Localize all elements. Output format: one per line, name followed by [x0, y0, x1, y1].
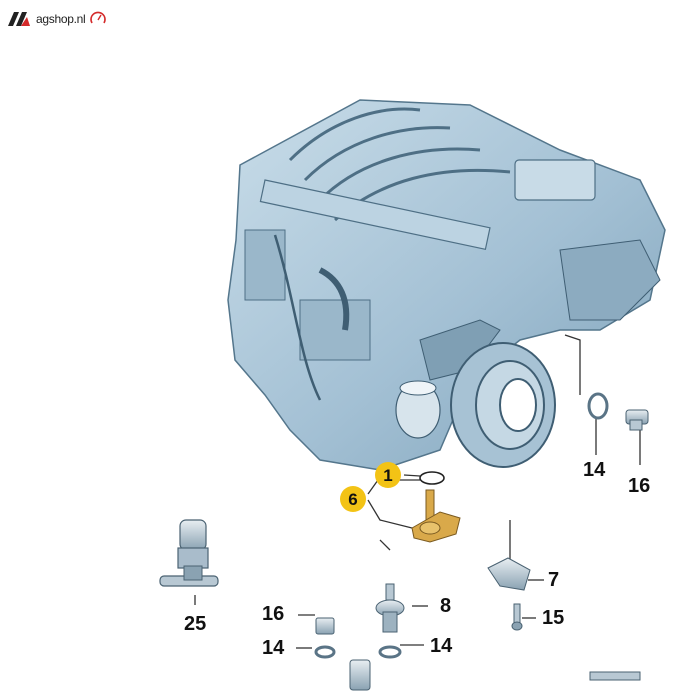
brand-name: agshop.nl — [36, 12, 86, 26]
oil-pressure-switch-part-6 — [411, 489, 461, 543]
callout-6: 6 — [340, 486, 366, 512]
callout-14-lower-right: 14 — [430, 635, 453, 657]
engine-block — [227, 99, 666, 471]
sensor-part-8 — [375, 583, 405, 633]
speedometer-icon — [90, 11, 107, 24]
callout-1: 1 — [375, 462, 401, 488]
brand-logo[interactable]: agshop.nl — [8, 10, 107, 28]
callout-16-right: 16 — [628, 475, 651, 497]
o-ring-part-1 — [419, 471, 445, 485]
plug-part-16-right — [625, 409, 649, 431]
callout-14-lower: 14 — [262, 637, 285, 659]
callout-14-right: 14 — [583, 459, 606, 481]
partial-part-bottom — [349, 659, 641, 691]
valve-part-25 — [159, 519, 219, 587]
bolt-part-15 — [511, 603, 523, 631]
washer-part-14-lower — [314, 645, 336, 659]
callout-25: 25 — [184, 613, 207, 635]
bracket-part-7 — [487, 557, 531, 591]
washer-part-14-right — [587, 392, 609, 420]
callout-7: 7 — [548, 569, 560, 591]
brand-mark-icon — [8, 12, 30, 26]
washer-part-14-lower-right — [378, 645, 402, 659]
plug-part-16-lower — [315, 617, 335, 635]
callout-16-lower: 16 — [262, 603, 285, 625]
callout-8: 8 — [440, 595, 452, 617]
callout-15: 15 — [542, 607, 565, 629]
